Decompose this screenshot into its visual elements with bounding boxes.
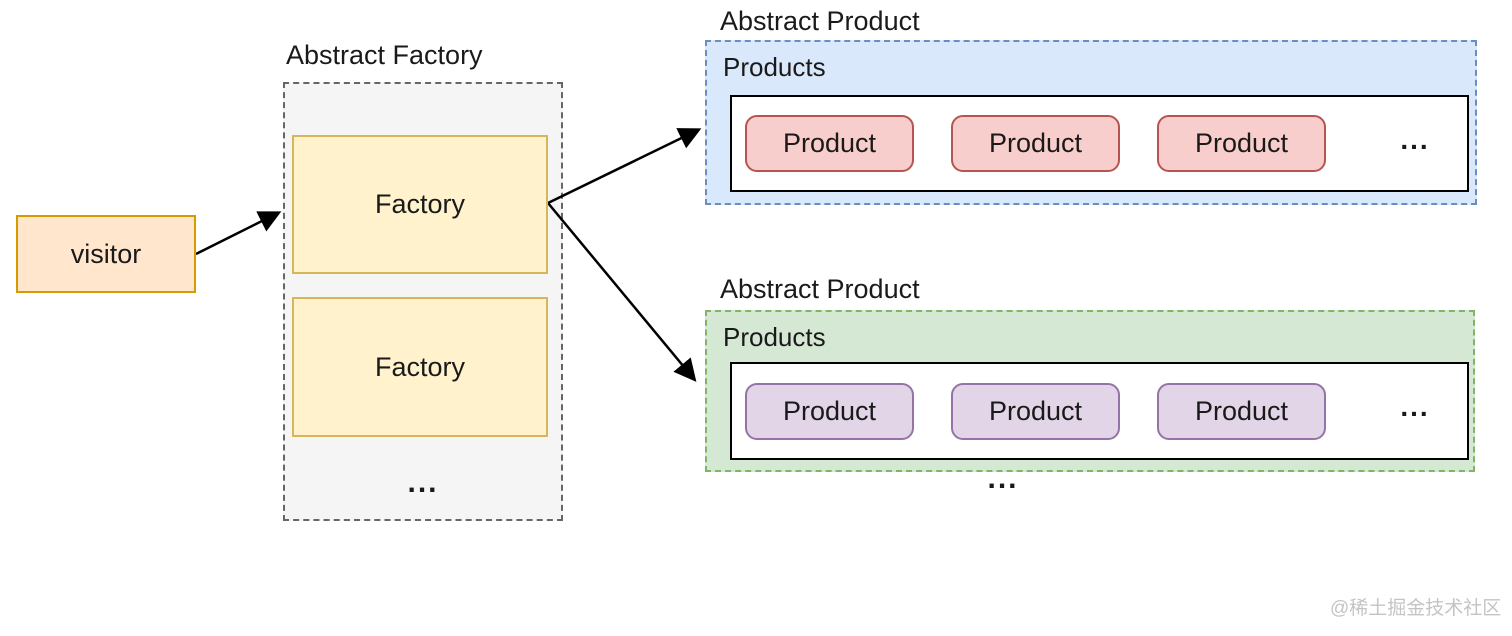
products-label-2: Products xyxy=(723,322,826,352)
product-node: Product xyxy=(951,382,1120,440)
watermark-text: @稀土掘金技术社区 xyxy=(1330,598,1502,619)
arrow-visitor-to-factory xyxy=(195,211,282,256)
factory-label-2: Factory xyxy=(374,351,466,382)
factory-label-1: Factory xyxy=(374,189,466,219)
abstract-factory-title: Abstract Factory xyxy=(286,40,483,70)
abstract-product-title-2: Abstract Product xyxy=(720,274,920,304)
product-node: Product xyxy=(745,382,914,440)
product-label: Product xyxy=(782,128,877,158)
products-label-1: Products xyxy=(723,52,826,82)
more-factories-ellipsis: ... xyxy=(407,466,439,499)
visitor-node: visitor xyxy=(16,215,196,293)
visitor-label: visitor xyxy=(70,238,142,269)
more-products-ellipsis-2: ... xyxy=(1400,391,1430,422)
factory-node-2: Factory xyxy=(292,297,548,437)
product-label: Product xyxy=(782,395,877,426)
product-node: Product xyxy=(745,115,914,172)
product-node: Product xyxy=(951,115,1120,172)
products-box-2: Product Product Product ... xyxy=(730,362,1469,460)
product-label: Product xyxy=(988,395,1083,426)
product-node: Product xyxy=(1157,115,1326,172)
arrow-factory-to-products-top xyxy=(547,128,702,205)
product-label: Product xyxy=(1194,395,1289,426)
product-label: Product xyxy=(988,128,1083,158)
factory-node-1: Factory xyxy=(292,135,548,274)
products-group-green: Products Product Product Product ... xyxy=(705,310,1475,472)
product-node: Product xyxy=(1157,382,1326,440)
more-products-ellipsis-1: ... xyxy=(1400,123,1430,155)
products-group-blue: Products Product Product Product ... xyxy=(705,40,1477,205)
products-box-1: Product Product Product ... xyxy=(730,95,1469,192)
arrow-factory-to-products-bottom xyxy=(547,202,697,382)
abstract-product-title-1: Abstract Product xyxy=(720,6,920,36)
product-label: Product xyxy=(1194,128,1289,158)
more-product-groups-ellipsis: ... xyxy=(987,462,1019,495)
